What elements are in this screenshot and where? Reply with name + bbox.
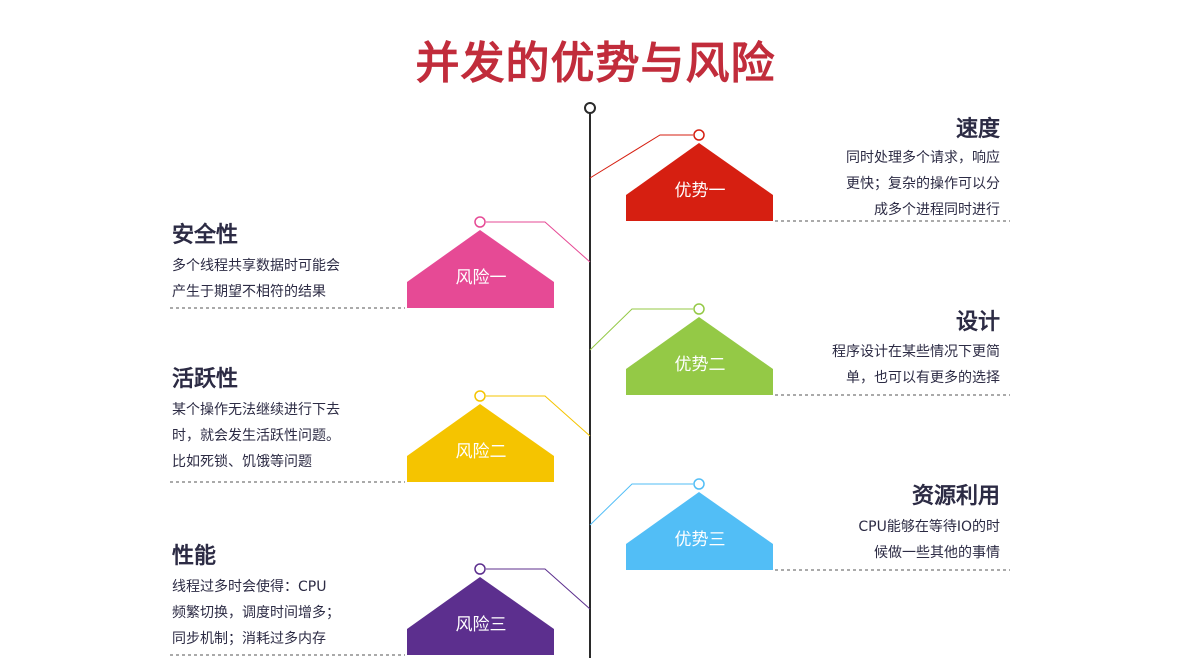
advantage-3-connector <box>589 483 693 526</box>
advantage-2-node <box>693 303 705 315</box>
advantage-2-description: 程序设计在某些情况下更简 单，也可以有更多的选择 <box>832 339 1000 391</box>
advantage-1-line-1: 同时处理多个请求，响应 <box>846 150 1000 166</box>
advantage-3-line-1: CPU能够在等待IO的时 <box>858 519 1000 535</box>
risk-1-node <box>474 216 486 228</box>
risk-3-badge-shape <box>407 577 554 655</box>
risk-2-line-2: 时，就会发生活跃性问题。 <box>172 428 340 444</box>
advantage-1-badge[interactable]: 优势一 <box>674 181 726 201</box>
advantage-2-connector <box>589 308 693 351</box>
advantage-3-node <box>693 478 705 490</box>
risk-1-line-2: 产生于期望不相符的结果 <box>172 284 326 300</box>
timeline-top-node <box>584 102 596 114</box>
advantage-1-heading: 速度 <box>955 117 1000 142</box>
advantage-1-connector <box>589 134 693 179</box>
page-title: 并发的优势与风险 <box>415 38 776 89</box>
advantage-1-line-2: 更快；复杂的操作可以分 <box>846 176 1000 192</box>
risk-1-description: 多个线程共享数据时可能会 产生于期望不相符的结果 <box>172 253 340 305</box>
advantage-3-badge[interactable]: 优势三 <box>674 530 726 550</box>
risk-2-node <box>474 390 486 402</box>
advantage-2-badge[interactable]: 优势二 <box>674 355 726 375</box>
advantage-2-line-1: 程序设计在某些情况下更简 <box>832 344 1000 360</box>
risk-3-description: 线程过多时会使得：CPU 频繁切换，调度时间增多； 同步机制；消耗过多内存 <box>172 574 340 652</box>
risk-1-line-1: 多个线程共享数据时可能会 <box>172 258 340 274</box>
advantage-3-description: CPU能够在等待IO的时 候做一些其他的事情 <box>858 514 1000 566</box>
advantage-3-badge-shape <box>626 492 773 570</box>
advantage-2-line-2: 单，也可以有更多的选择 <box>846 370 1000 386</box>
advantage-2-badge-shape <box>626 317 773 395</box>
risk-3-node <box>474 563 486 575</box>
risk-3-line-3: 同步机制；消耗过多内存 <box>172 631 326 647</box>
advantage-1-badge-shape <box>626 143 773 221</box>
risk-2-badge-shape <box>407 404 554 482</box>
risk-3-heading: 性能 <box>172 544 217 569</box>
risk-1-connector <box>486 221 591 263</box>
risk-1-badge[interactable]: 风险一 <box>455 268 507 288</box>
risk-3-connector <box>486 568 591 610</box>
risk-2-line-3: 比如死锁、饥饿等问题 <box>172 454 312 470</box>
advantage-1-node <box>693 129 705 141</box>
risk-2-badge[interactable]: 风险二 <box>455 442 507 462</box>
advantage-3-line-2: 候做一些其他的事情 <box>874 545 1000 561</box>
advantage-2-heading: 设计 <box>955 310 1000 335</box>
risk-2-line-1: 某个操作无法继续进行下去 <box>172 402 340 418</box>
advantage-1-description: 同时处理多个请求，响应 更快；复杂的操作可以分 成多个进程同时进行 <box>846 145 1000 223</box>
advantage-1-line-3: 成多个进程同时进行 <box>874 202 1000 218</box>
advantage-3-heading: 资源利用 <box>911 484 1000 509</box>
risk-3-line-2: 频繁切换，调度时间增多； <box>172 605 340 621</box>
risk-2-heading: 活跃性 <box>172 367 239 392</box>
risk-1-heading: 安全性 <box>172 223 239 248</box>
risk-3-line-1: 线程过多时会使得：CPU <box>172 579 327 595</box>
risk-1-badge-shape <box>407 230 554 308</box>
risk-3-badge[interactable]: 风险三 <box>455 615 507 635</box>
risk-2-connector <box>486 395 591 437</box>
risk-2-description: 某个操作无法继续进行下去 时，就会发生活跃性问题。 比如死锁、饥饿等问题 <box>172 397 340 475</box>
